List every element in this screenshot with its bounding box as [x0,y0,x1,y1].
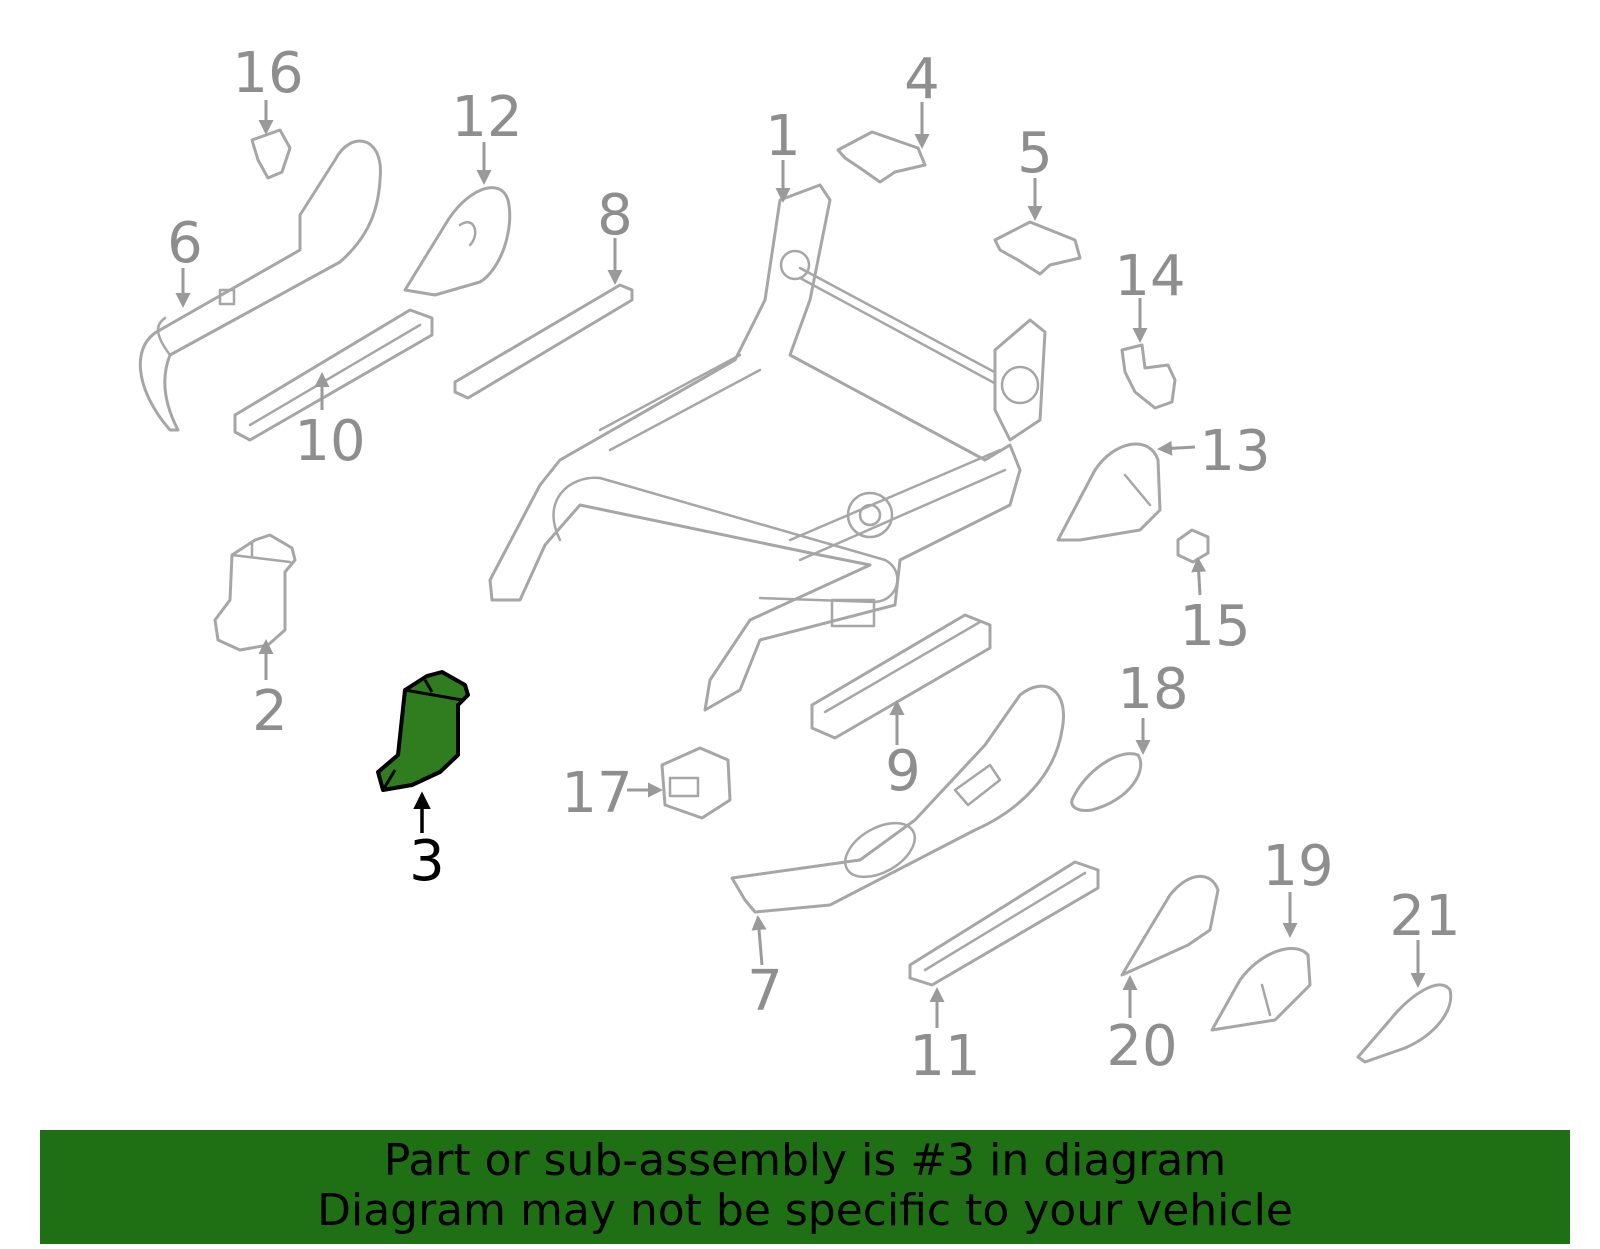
callout-15: 15 [1179,594,1250,659]
part-16-clip [250,128,292,180]
parts-diagram: 1 2 3 4 5 6 7 8 9 10 11 12 13 14 15 16 1… [138,41,1461,1089]
part-15-nut [1176,528,1210,564]
banner-line-2: Diagram may not be specific to your vehi… [317,1185,1293,1236]
info-banner: Part or sub-assembly is #3 in diagram Di… [40,1130,1570,1244]
part-5-bracket [993,220,1082,276]
callout-4: 4 [904,47,940,112]
part-1-seat-track [488,183,1047,712]
callout-13: 13 [1199,419,1270,484]
part-10-rail-cover [233,308,434,442]
callout-21: 21 [1389,884,1460,949]
callout-10: 10 [294,409,365,474]
part-20-bracket [1120,874,1220,977]
part-3-highlighted-cover [376,670,470,792]
callout-17: 17 [561,761,632,826]
leader-lines [175,100,1426,1028]
part-11-rail-cover [908,860,1100,987]
callout-5: 5 [1017,121,1053,186]
callout-18: 18 [1117,657,1188,722]
callout-20: 20 [1106,1014,1177,1079]
callout-3: 3 [409,829,445,894]
callout-6: 6 [167,211,203,276]
part-2-cover [213,533,297,652]
part-21-handle [1356,983,1453,1064]
part-6-side-cover [138,139,382,432]
part-4-bracket [836,130,927,184]
part-14-connector [1120,343,1177,410]
part-12-cover [403,186,512,297]
callout-7: 7 [747,959,783,1024]
part-17-switch [660,746,732,820]
banner-line-1: Part or sub-assembly is #3 in diagram [383,1135,1227,1186]
callout-12: 12 [451,85,522,150]
part-7-side-shield [730,684,1065,914]
callout-9: 9 [885,739,921,804]
part-8-rail [453,283,634,400]
callout-2: 2 [252,679,288,744]
part-13-cover [1056,442,1162,542]
callout-19: 19 [1262,834,1333,899]
callout-16: 16 [232,41,303,106]
part-9-rail-cover [810,613,992,740]
callout-labels: 1 2 3 4 5 6 7 8 9 10 11 12 13 14 15 16 1… [167,41,1460,1089]
part-19-cover [1210,947,1312,1032]
callout-1: 1 [765,104,801,169]
callout-14: 14 [1114,244,1185,309]
callout-8: 8 [597,183,633,248]
callout-11: 11 [909,1024,980,1089]
part-18-knob [1070,752,1143,812]
